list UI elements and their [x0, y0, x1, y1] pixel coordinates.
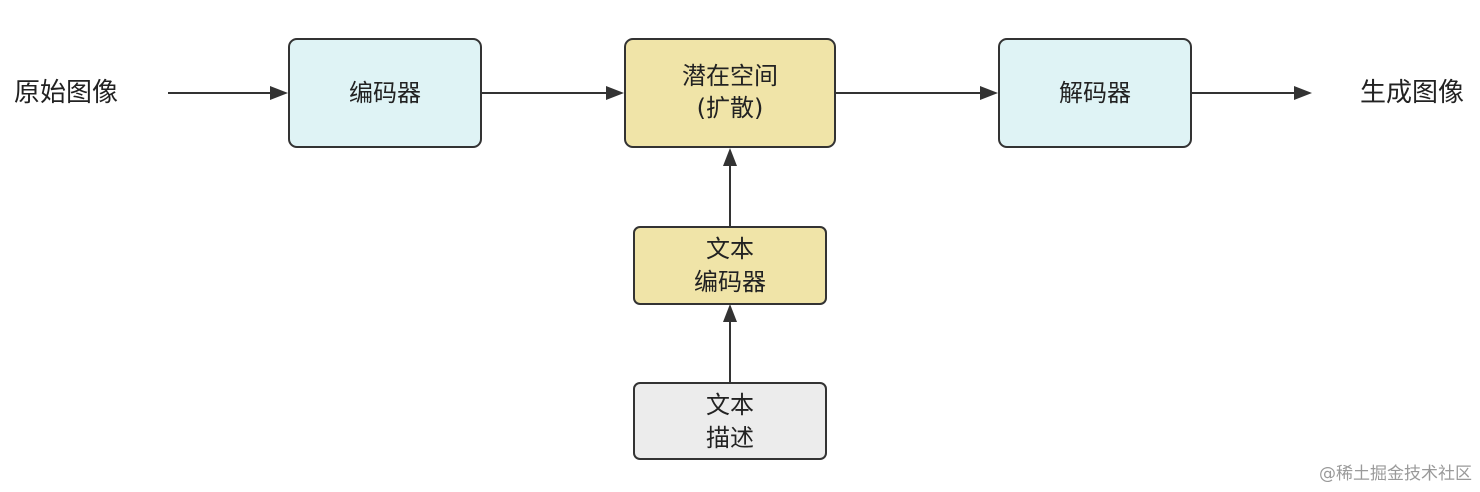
encoder-label: 编码器 — [349, 79, 421, 107]
edge-decoder-to-output — [1191, 86, 1312, 100]
decoder-node: 解码器 — [998, 38, 1192, 148]
text-encoder-label-line1: 文本 — [706, 235, 754, 263]
input-image-label: 原始图像 — [14, 78, 118, 108]
text-description-label-line1: 文本 — [706, 391, 754, 419]
latent-space-node: 潜在空间 (扩散) — [624, 38, 836, 148]
output-image-label: 生成图像 — [1360, 78, 1464, 108]
edge-text-encoder-to-latent — [723, 148, 737, 226]
edge-latent-to-decoder — [835, 86, 998, 100]
text-description-box — [633, 382, 827, 460]
text-encoder-box — [633, 226, 827, 305]
latent-space-label-line1: 潜在空间 — [682, 62, 778, 90]
decoder-label: 解码器 — [1059, 79, 1131, 107]
watermark-text: @稀土掘金技术社区 — [1319, 464, 1472, 484]
edge-input-to-encoder — [168, 86, 288, 100]
latent-space-box — [624, 38, 836, 148]
edge-encoder-to-latent — [482, 86, 624, 100]
text-encoder-label-line2: 编码器 — [694, 268, 766, 296]
text-description-label-line2: 描述 — [706, 424, 754, 452]
text-encoder-node: 文本 编码器 — [633, 226, 827, 305]
latent-space-label-line2: (扩散) — [697, 94, 764, 122]
text-description-node: 文本 描述 — [633, 382, 827, 460]
encoder-node: 编码器 — [288, 38, 482, 148]
encoder-box — [288, 38, 482, 148]
decoder-box — [998, 38, 1192, 148]
edge-text-description-to-text-encoder — [723, 304, 737, 383]
